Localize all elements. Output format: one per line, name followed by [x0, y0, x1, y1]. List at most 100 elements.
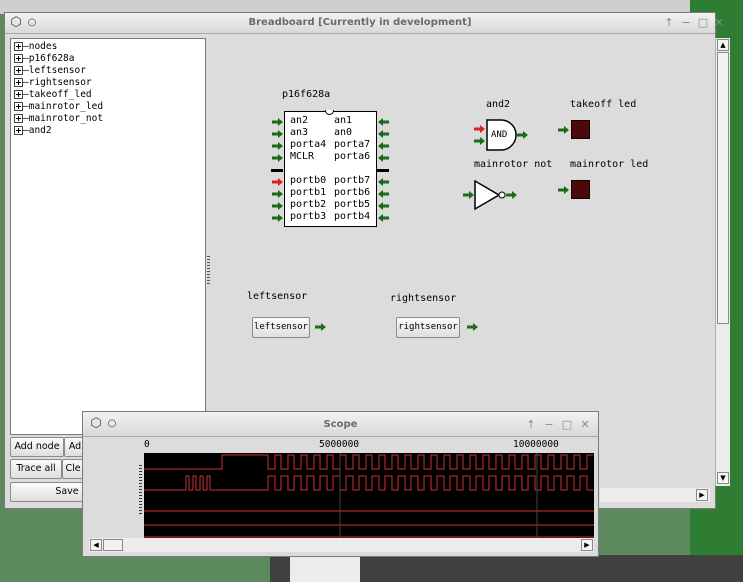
chip-pin-left-5: portb1 [290, 187, 327, 198]
chip-pin-arrow-icon[interactable] [272, 178, 283, 186]
tree-item[interactable]: —nodes [14, 41, 57, 53]
chip-pin-arrow-icon[interactable] [272, 130, 283, 138]
scope-title: Scope [323, 419, 358, 430]
chip-pin-arrow-icon[interactable] [272, 214, 283, 222]
chip-pin-arrow-icon[interactable] [378, 142, 389, 150]
scope-tick-1: 5000000 [319, 439, 360, 450]
scope-tick-0: 0 [144, 439, 150, 450]
chip-pin-left-6: portb2 [290, 199, 327, 210]
tree-item[interactable]: —and2 [14, 125, 52, 137]
shade-icon[interactable]: ↑ [664, 16, 674, 29]
maximize-icon[interactable]: □ [697, 16, 709, 29]
breadboard-title: Breadboard [Currently in development] [248, 17, 472, 28]
splitter-handle[interactable] [207, 256, 210, 286]
close-icon[interactable]: ✕ [714, 16, 724, 29]
sensor-output-arrow-icon[interactable] [467, 323, 478, 331]
chip-notch [325, 110, 334, 115]
scope-scroll-thumb[interactable] [103, 539, 123, 551]
chip-pin-arrow-icon[interactable] [378, 130, 389, 138]
scope-close-icon[interactable]: ✕ [580, 418, 590, 431]
add-other-button[interactable]: Ad [64, 437, 86, 457]
scope-cube-icon[interactable]: ⬡ [90, 416, 102, 431]
scope-menu-icon[interactable]: ○ [107, 418, 117, 429]
chip-title: p16f628a [282, 89, 331, 100]
chip-pin-arrow-icon[interactable] [272, 118, 283, 126]
chip-pin-arrow-icon[interactable] [272, 142, 283, 150]
scope-shade-icon[interactable]: ↑ [526, 418, 536, 431]
scroll-right-icon[interactable]: ▶ [696, 489, 708, 501]
chip-pin-arrow-icon[interactable] [272, 190, 283, 198]
not-input-arrow-icon[interactable] [463, 191, 474, 199]
tree-item[interactable]: —leftsensor [14, 65, 86, 77]
chip-pin-arrow-icon[interactable] [272, 154, 283, 162]
rightsensor-title: rightsensor [390, 293, 457, 304]
trace-all-button[interactable]: Trace all [10, 459, 62, 479]
led-input-arrow-icon[interactable] [558, 186, 569, 194]
scope-window: ⬡ ○ Scope ↑ − □ ✕ 0 5000000 10000000 ◀ ▶ [82, 411, 599, 557]
mainrotor-led-title: mainrotor led [570, 159, 649, 170]
chip-pins [271, 118, 569, 331]
chip-pin-arrow-icon[interactable] [378, 154, 389, 162]
tree-item[interactable]: —mainrotor_not [14, 113, 103, 125]
expand-icon[interactable] [14, 66, 23, 75]
rightsensor-button[interactable]: rightsensor [396, 317, 460, 338]
chip-pin-arrow-icon[interactable] [378, 190, 389, 198]
and-gate-title: and2 [486, 99, 511, 110]
sensor-output-arrow-icon[interactable] [315, 323, 326, 331]
and-output-arrow-icon[interactable] [517, 131, 528, 139]
clear-button[interactable]: Cle [62, 459, 84, 479]
chip-pin-left-0: an2 [290, 115, 309, 126]
add-node-button[interactable]: Add node [10, 437, 64, 457]
scroll-up-icon[interactable]: ▲ [717, 39, 729, 51]
takeoff-led[interactable] [571, 120, 590, 139]
chip-pin-left-2: porta4 [290, 139, 327, 150]
chip-pin-right-7: portb4 [334, 211, 371, 222]
chip-pin-arrow-icon[interactable] [378, 214, 389, 222]
desktop-bottom-panel [290, 555, 360, 582]
scope-hscroll[interactable]: ◀ ▶ [89, 538, 594, 552]
breadboard-hscroll[interactable]: ▶ [600, 488, 710, 502]
breadboard-vscroll[interactable]: ▲ ▼ [715, 38, 730, 486]
leftsensor-button[interactable]: leftsensor [252, 317, 310, 338]
desktop-top [0, 0, 743, 14]
mainrotor-led[interactable] [571, 180, 590, 199]
chip-body[interactable] [284, 110, 377, 227]
scroll-down-icon[interactable]: ▼ [717, 472, 729, 484]
expand-icon[interactable] [14, 90, 23, 99]
scroll-thumb[interactable] [717, 52, 729, 324]
expand-icon[interactable] [14, 42, 23, 51]
and-input-arrow-icon[interactable] [474, 125, 485, 133]
expand-icon[interactable] [14, 114, 23, 123]
scope-minimize-icon[interactable]: − [544, 418, 554, 431]
tree-item[interactable]: —mainrotor_led [14, 101, 103, 113]
expand-icon[interactable] [14, 102, 23, 111]
window-cube-icon[interactable]: ⬡ [10, 15, 22, 30]
not-output-arrow-icon[interactable] [506, 191, 517, 199]
window-menu-icon[interactable]: ○ [27, 17, 37, 28]
expand-icon[interactable] [14, 126, 23, 135]
tree-item[interactable]: —p16f628a [14, 53, 75, 65]
scope-scroll-right-icon[interactable]: ▶ [581, 539, 593, 551]
scope-titlebar[interactable]: ⬡ ○ Scope ↑ − □ ✕ [83, 412, 598, 437]
and-input-arrow-icon[interactable] [474, 137, 485, 145]
chip-pin-arrow-icon[interactable] [378, 178, 389, 186]
chip-pin-right-3: porta6 [334, 151, 371, 162]
led-input-arrow-icon[interactable] [558, 126, 569, 134]
chip-pin-right-0: an1 [334, 115, 353, 126]
scope-scroll-left-icon[interactable]: ◀ [90, 539, 102, 551]
tree-item[interactable]: —rightsensor [14, 77, 92, 89]
chip-pin-arrow-icon[interactable] [378, 118, 389, 126]
breadboard-titlebar[interactable]: ⬡ ○ Breadboard [Currently in development… [5, 13, 724, 34]
expand-icon[interactable] [14, 54, 23, 63]
chip-pin-arrow-icon[interactable] [378, 202, 389, 210]
chip-pin-arrow-icon[interactable] [272, 202, 283, 210]
minimize-icon[interactable]: − [681, 16, 691, 29]
tree-item[interactable]: —takeoff_led [14, 89, 92, 101]
expand-icon[interactable] [14, 78, 23, 87]
chip-pin-right-6: portb5 [334, 199, 371, 210]
chip-pin-left-3: MCLR [290, 151, 315, 162]
scope-maximize-icon[interactable]: □ [561, 418, 573, 431]
scope-trace [144, 475, 593, 491]
node-tree[interactable]: —nodes —p16f628a —leftsensor —rightsenso… [10, 38, 206, 435]
scope-handles[interactable] [139, 465, 142, 515]
